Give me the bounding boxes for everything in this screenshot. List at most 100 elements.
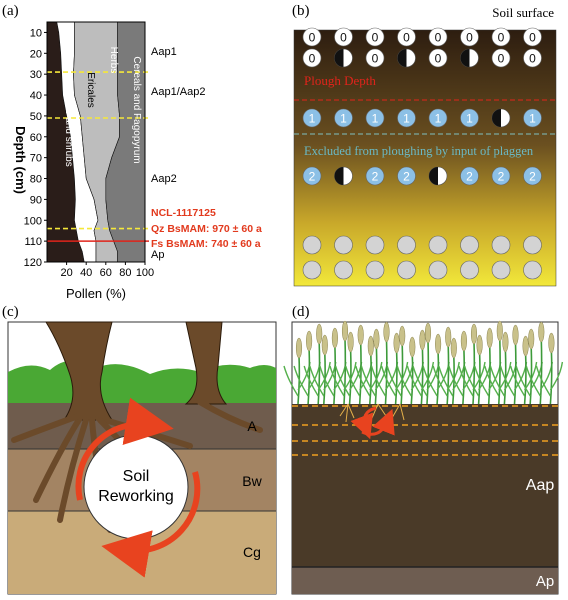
x-axis-label: Pollen (%) bbox=[66, 286, 126, 301]
wheat-plant bbox=[360, 328, 389, 405]
y-tick-label: 90 bbox=[30, 194, 42, 206]
grain: 2 bbox=[523, 166, 542, 186]
grain bbox=[460, 260, 479, 280]
panel-b: (b) Soil surface Plough Depth Excluded f… bbox=[292, 3, 557, 287]
excluded-label: Excluded from ploughing by input of plag… bbox=[304, 144, 534, 158]
grain: 0 bbox=[491, 48, 511, 68]
wheat-plant bbox=[412, 322, 440, 405]
svg-text:0: 0 bbox=[372, 31, 379, 45]
grain: 1 bbox=[334, 108, 353, 128]
horizon-label-aap1-aap2: Aap1/Aap2 bbox=[151, 86, 205, 98]
svg-text:0: 0 bbox=[309, 52, 316, 66]
wheat-plant bbox=[370, 321, 399, 405]
wheat-plant bbox=[303, 323, 331, 405]
soil-surface-label: Soil surface bbox=[492, 5, 554, 20]
svg-text:1: 1 bbox=[403, 112, 410, 126]
x-tick-label: 40 bbox=[80, 267, 92, 279]
svg-text:2: 2 bbox=[372, 170, 379, 184]
plough-layer-lines bbox=[292, 405, 558, 456]
y-tick-label: 60 bbox=[30, 132, 42, 144]
x-tick-label: 60 bbox=[100, 267, 112, 279]
grain: 0 bbox=[491, 27, 511, 47]
pollen-diagram bbox=[46, 21, 149, 263]
panel-c-tag: (c) bbox=[2, 304, 19, 320]
reworking-label-2: Reworking bbox=[98, 488, 174, 505]
panel-d: (d) Aap Ap bbox=[283, 304, 564, 595]
svg-text:0: 0 bbox=[466, 31, 473, 45]
grain: 0 bbox=[428, 48, 448, 68]
horizon-label-aap: Aap bbox=[526, 477, 555, 494]
panel-c: (c) Soil Reworking A Bw Cg bbox=[2, 304, 277, 595]
grain bbox=[523, 235, 542, 255]
grain bbox=[460, 235, 479, 255]
grain bbox=[365, 235, 385, 255]
grain: 1 bbox=[397, 108, 416, 128]
grain bbox=[428, 260, 448, 280]
x-tick-label: 100 bbox=[136, 267, 154, 279]
grain: 0 bbox=[302, 27, 322, 47]
reworking-arrow-up bbox=[75, 397, 174, 501]
grain bbox=[397, 48, 416, 68]
grain: 1 bbox=[302, 108, 322, 128]
reworking-arrow-down bbox=[101, 471, 201, 578]
tree-trunk-right bbox=[184, 321, 228, 405]
y-axis-label: Depth (cm) bbox=[13, 126, 28, 194]
pollen-axes-frame bbox=[46, 21, 146, 263]
wheat-plant bbox=[484, 320, 512, 405]
horizon-label-ap: Ap bbox=[151, 249, 164, 261]
zone-label-trees: Trees and shrubs bbox=[63, 89, 74, 166]
y-tick-label: 40 bbox=[30, 90, 42, 102]
svg-text:0: 0 bbox=[435, 31, 442, 45]
grain bbox=[491, 235, 511, 255]
svg-text:2: 2 bbox=[529, 170, 536, 184]
layer-aap bbox=[292, 404, 558, 567]
grain: 0 bbox=[397, 27, 416, 47]
horizon-label-ap-d: Ap bbox=[536, 573, 554, 590]
grain bbox=[523, 260, 542, 280]
y-tick-label: 50 bbox=[30, 111, 42, 123]
layer-ap bbox=[292, 567, 558, 594]
svg-text:0: 0 bbox=[403, 31, 410, 45]
wheat-plant bbox=[474, 327, 502, 405]
grain bbox=[365, 260, 385, 280]
x-tick-label: 80 bbox=[119, 267, 131, 279]
wheat-plant bbox=[438, 337, 466, 405]
y-tick-label: 70 bbox=[30, 153, 42, 165]
svg-text:1: 1 bbox=[466, 112, 473, 126]
panel-d-tag: (d) bbox=[292, 304, 310, 320]
svg-text:1: 1 bbox=[435, 112, 442, 126]
svg-text:1: 1 bbox=[309, 112, 316, 126]
plough-depth-label: Plough Depth bbox=[304, 73, 376, 88]
wheat-plant bbox=[329, 320, 357, 405]
grain bbox=[334, 48, 353, 68]
wheat-crop bbox=[283, 320, 564, 405]
grain: 0 bbox=[334, 27, 353, 47]
svg-text:0: 0 bbox=[498, 52, 505, 66]
panel-b-tag: (b) bbox=[292, 3, 310, 19]
svg-text:1: 1 bbox=[372, 112, 379, 126]
grain bbox=[460, 48, 479, 68]
grain: 0 bbox=[365, 27, 385, 47]
grain bbox=[428, 166, 448, 186]
date-fs: Fs BsMAM: 740 ± 60 a bbox=[151, 238, 261, 250]
horizon-label-a: A bbox=[247, 418, 257, 434]
date-qz: Qz BsMAM: 970 ± 60 a bbox=[151, 223, 262, 235]
svg-text:0: 0 bbox=[529, 31, 536, 45]
grain: 0 bbox=[428, 27, 448, 47]
svg-text:2: 2 bbox=[498, 170, 505, 184]
grain: 0 bbox=[523, 27, 542, 47]
panel-a-tag: (a) bbox=[2, 3, 19, 19]
grain bbox=[491, 108, 511, 128]
horizon-label-aap1: Aap1 bbox=[151, 46, 177, 58]
wheat-plant bbox=[509, 335, 538, 405]
grain: 0 bbox=[302, 48, 322, 68]
grain bbox=[397, 235, 416, 255]
svg-text:2: 2 bbox=[309, 170, 316, 184]
grain bbox=[334, 260, 353, 280]
svg-text:0: 0 bbox=[435, 52, 442, 66]
grain: 1 bbox=[460, 108, 479, 128]
svg-text:0: 0 bbox=[529, 52, 536, 66]
wheat-plant bbox=[380, 332, 409, 405]
